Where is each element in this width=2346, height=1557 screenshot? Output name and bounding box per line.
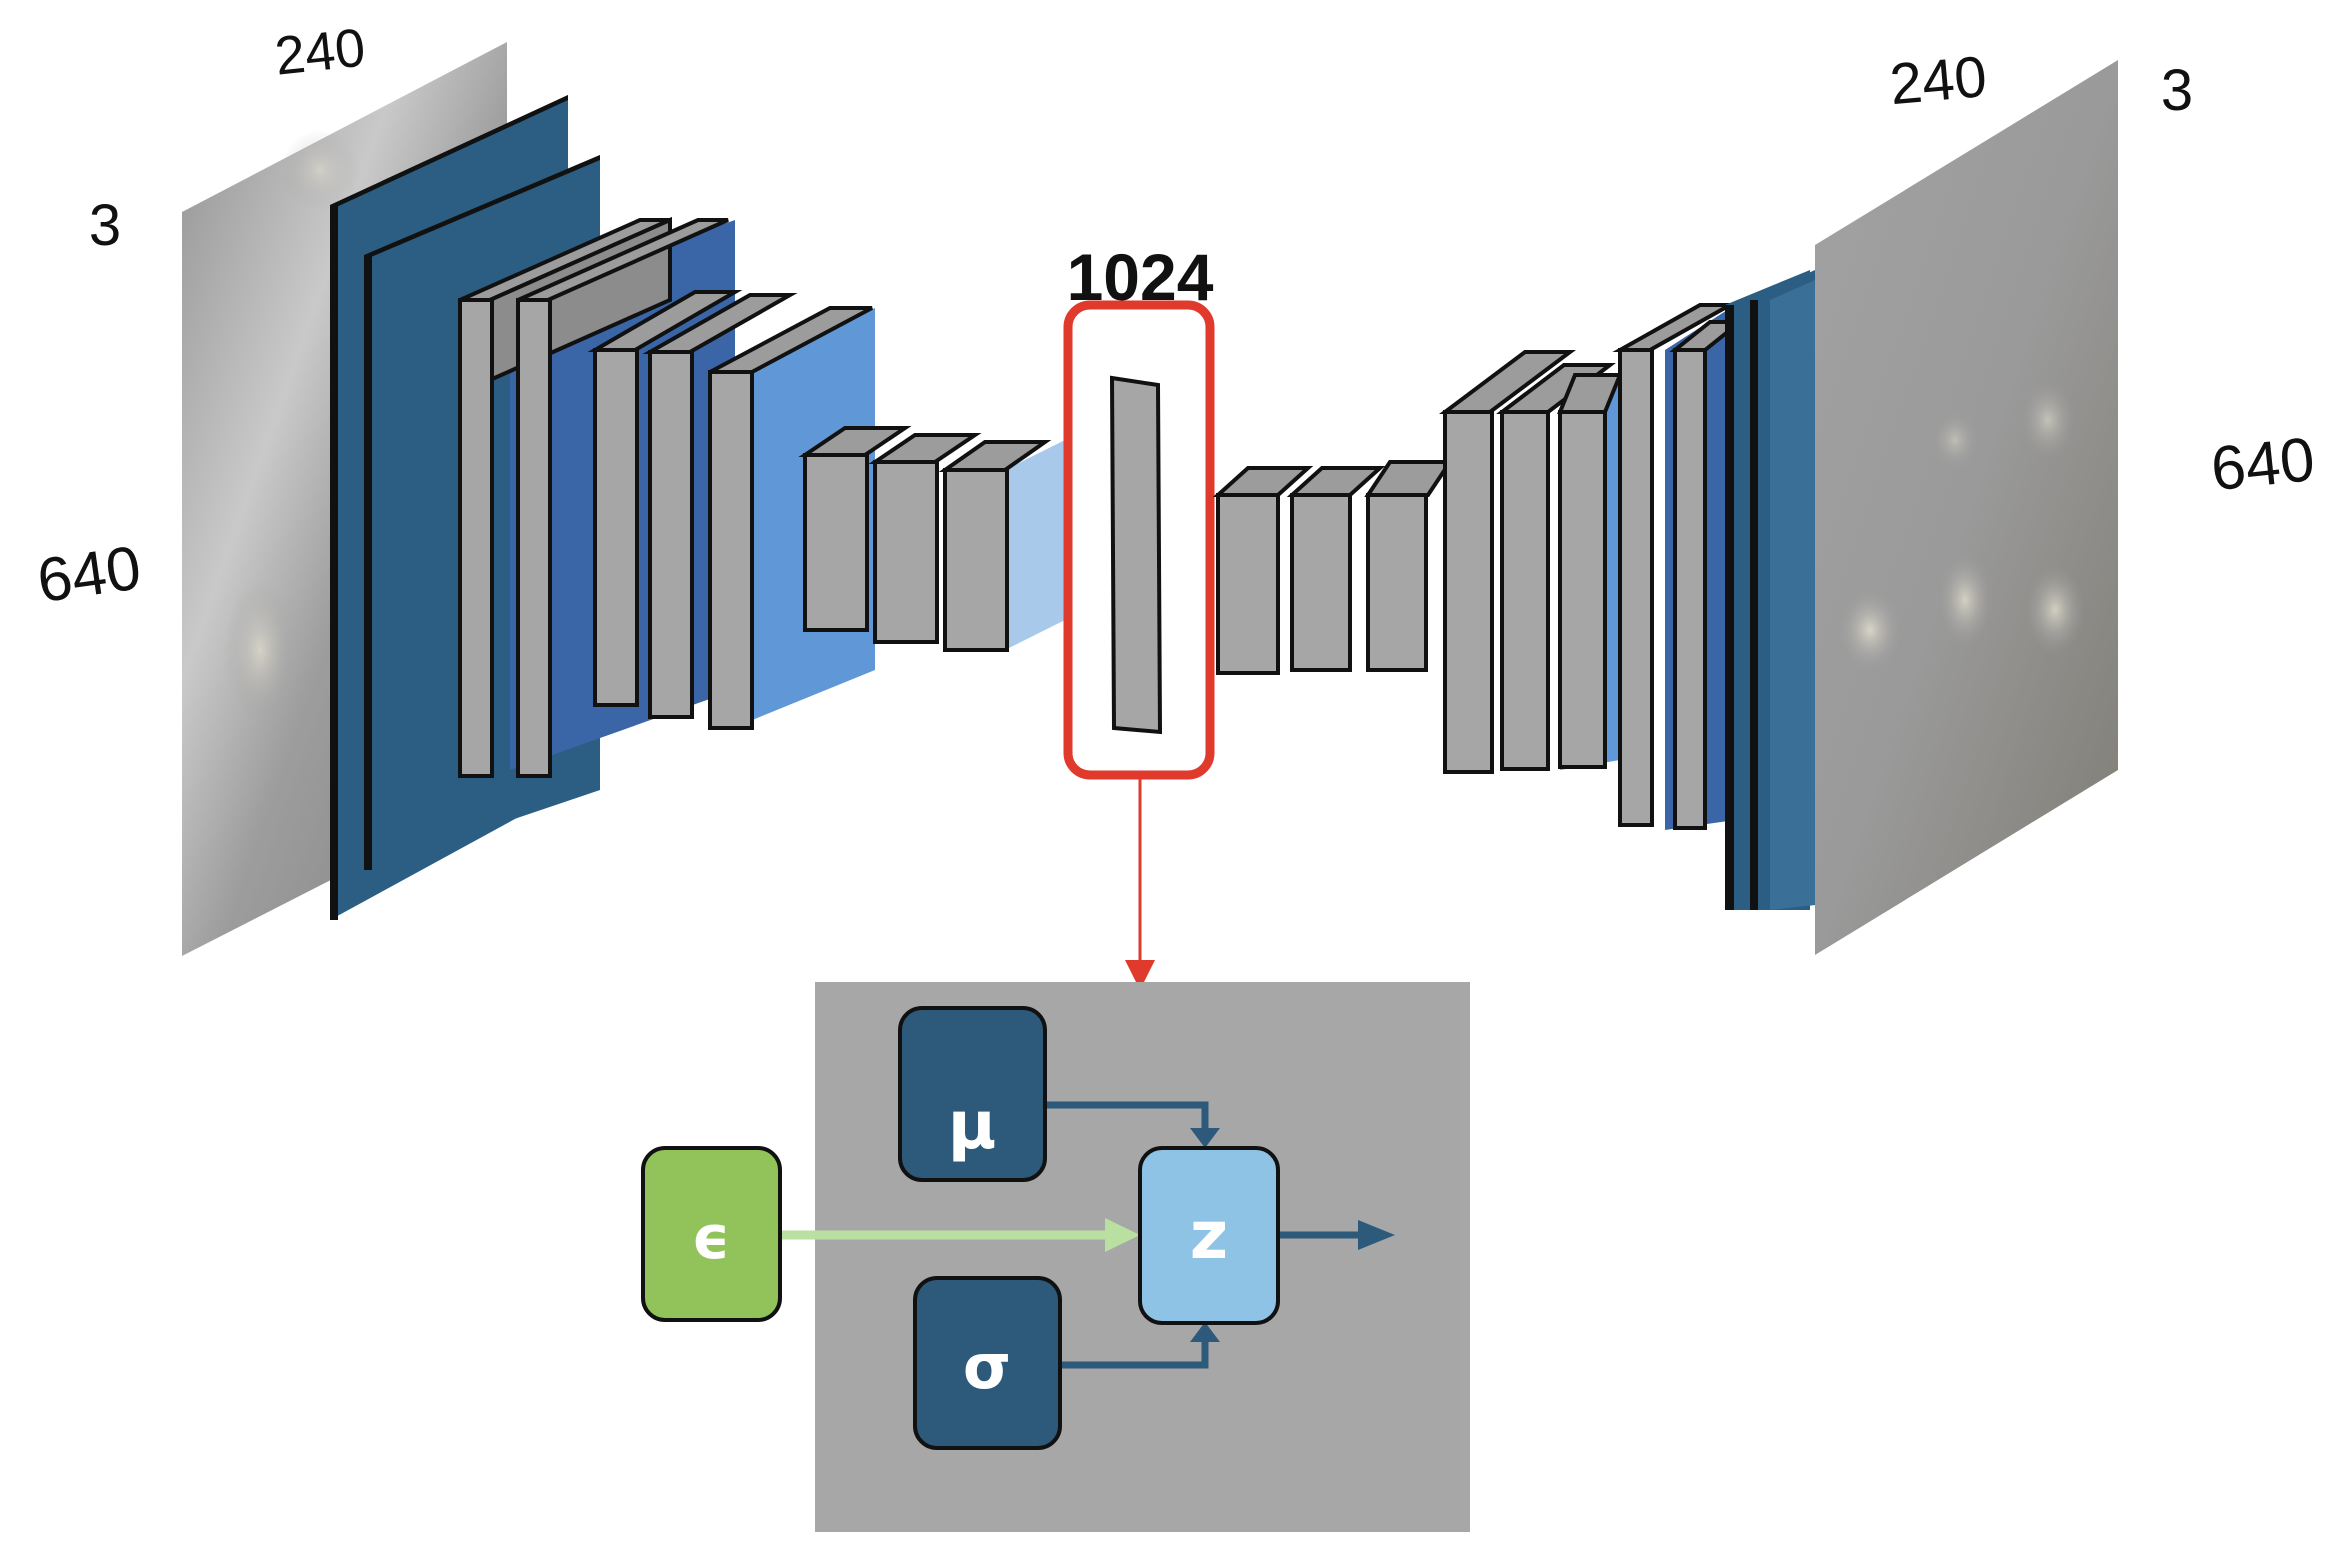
sigma-symbol: σ <box>963 1330 1011 1403</box>
output-height-label: 640 <box>2208 425 2318 504</box>
z-symbol: z <box>1190 1197 1228 1274</box>
sigma-to-z-arrow <box>1060 1340 1209 1369</box>
input-height-label: 640 <box>33 533 145 616</box>
input-channels-label: 3 <box>89 193 121 258</box>
output-width-label: 240 <box>1887 44 1989 117</box>
epsilon-symbol: ϵ <box>692 1203 731 1273</box>
encoder-stage-4 <box>798 426 1065 652</box>
decoder-stage-4 <box>1725 270 1815 910</box>
latent-sampling-panel: μ σ z <box>780 982 1470 1532</box>
epsilon-node: ϵ <box>641 1146 782 1322</box>
output-image <box>1815 60 2118 955</box>
mu-node: μ <box>898 1006 1047 1182</box>
input-width-label: 240 <box>272 18 368 87</box>
mu-to-z-arrow <box>1045 1101 1209 1130</box>
decoder-stage-2 <box>1439 350 1623 774</box>
bottleneck-block <box>1063 300 1215 990</box>
sigma-node: σ <box>913 1276 1062 1450</box>
z-node: z <box>1138 1146 1280 1325</box>
bottleneck-highlight-box <box>1063 300 1215 780</box>
bottleneck-size-label: 1024 <box>1067 240 1214 314</box>
decoder-stage-1 <box>1212 460 1454 675</box>
decoder-stage-3 <box>1612 303 1746 830</box>
mu-symbol: μ <box>948 1087 997 1164</box>
output-channels-label: 3 <box>2161 58 2193 123</box>
